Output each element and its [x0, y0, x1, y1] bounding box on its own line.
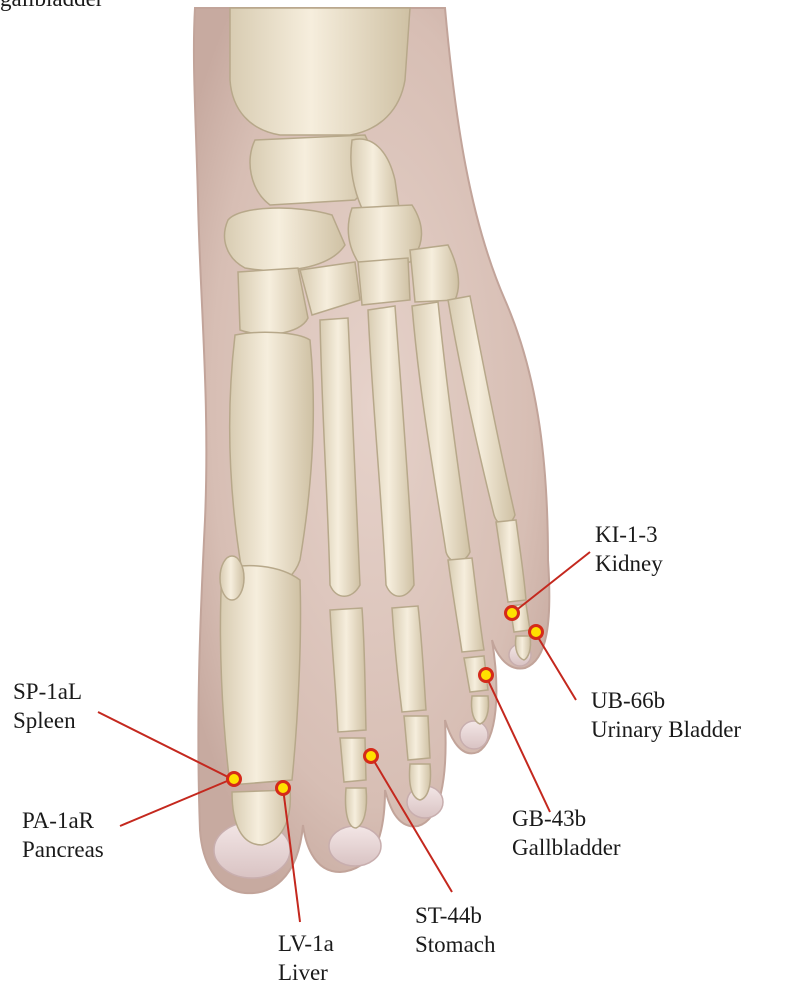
point-organ: Pancreas [22, 835, 104, 864]
label-lv-1a: LV-1a Liver [278, 929, 334, 987]
leader-ub-66b [536, 634, 576, 700]
point-code: KI-1-3 [595, 520, 663, 549]
label-ki-1-3: KI-1-3 Kidney [595, 520, 663, 578]
label-gb-43b: GB-43b Gallbladder [512, 804, 621, 862]
point-organ: Urinary Bladder [591, 715, 741, 744]
label-ub-66b: UB-66b Urinary Bladder [591, 686, 741, 744]
label-st-44b: ST-44b Stomach [415, 901, 496, 959]
point-code: GB-43b [512, 804, 621, 833]
point-lv-1a [277, 782, 290, 795]
point-st-44b [365, 750, 378, 763]
label-pa-1ar: PA-1aR Pancreas [22, 806, 104, 864]
point-code: SP-1aL [13, 677, 82, 706]
point-ub-66b [530, 626, 543, 639]
point-gb-43b [480, 669, 493, 682]
point-ki-1-3 [506, 607, 519, 620]
leader-gb-43b [486, 676, 550, 812]
point-code: PA-1aR [22, 806, 104, 835]
point-organ: Spleen [13, 706, 82, 735]
point-code: LV-1a [278, 929, 334, 958]
point-code: ST-44b [415, 901, 496, 930]
point-organ: Liver [278, 958, 334, 987]
point-code: UB-66b [591, 686, 741, 715]
point-organ: Kidney [595, 549, 663, 578]
point-sp-1al [228, 773, 241, 786]
point-organ: Gallbladder [512, 833, 621, 862]
label-sp-1al: SP-1aL Spleen [13, 677, 82, 735]
point-organ: Stomach [415, 930, 496, 959]
